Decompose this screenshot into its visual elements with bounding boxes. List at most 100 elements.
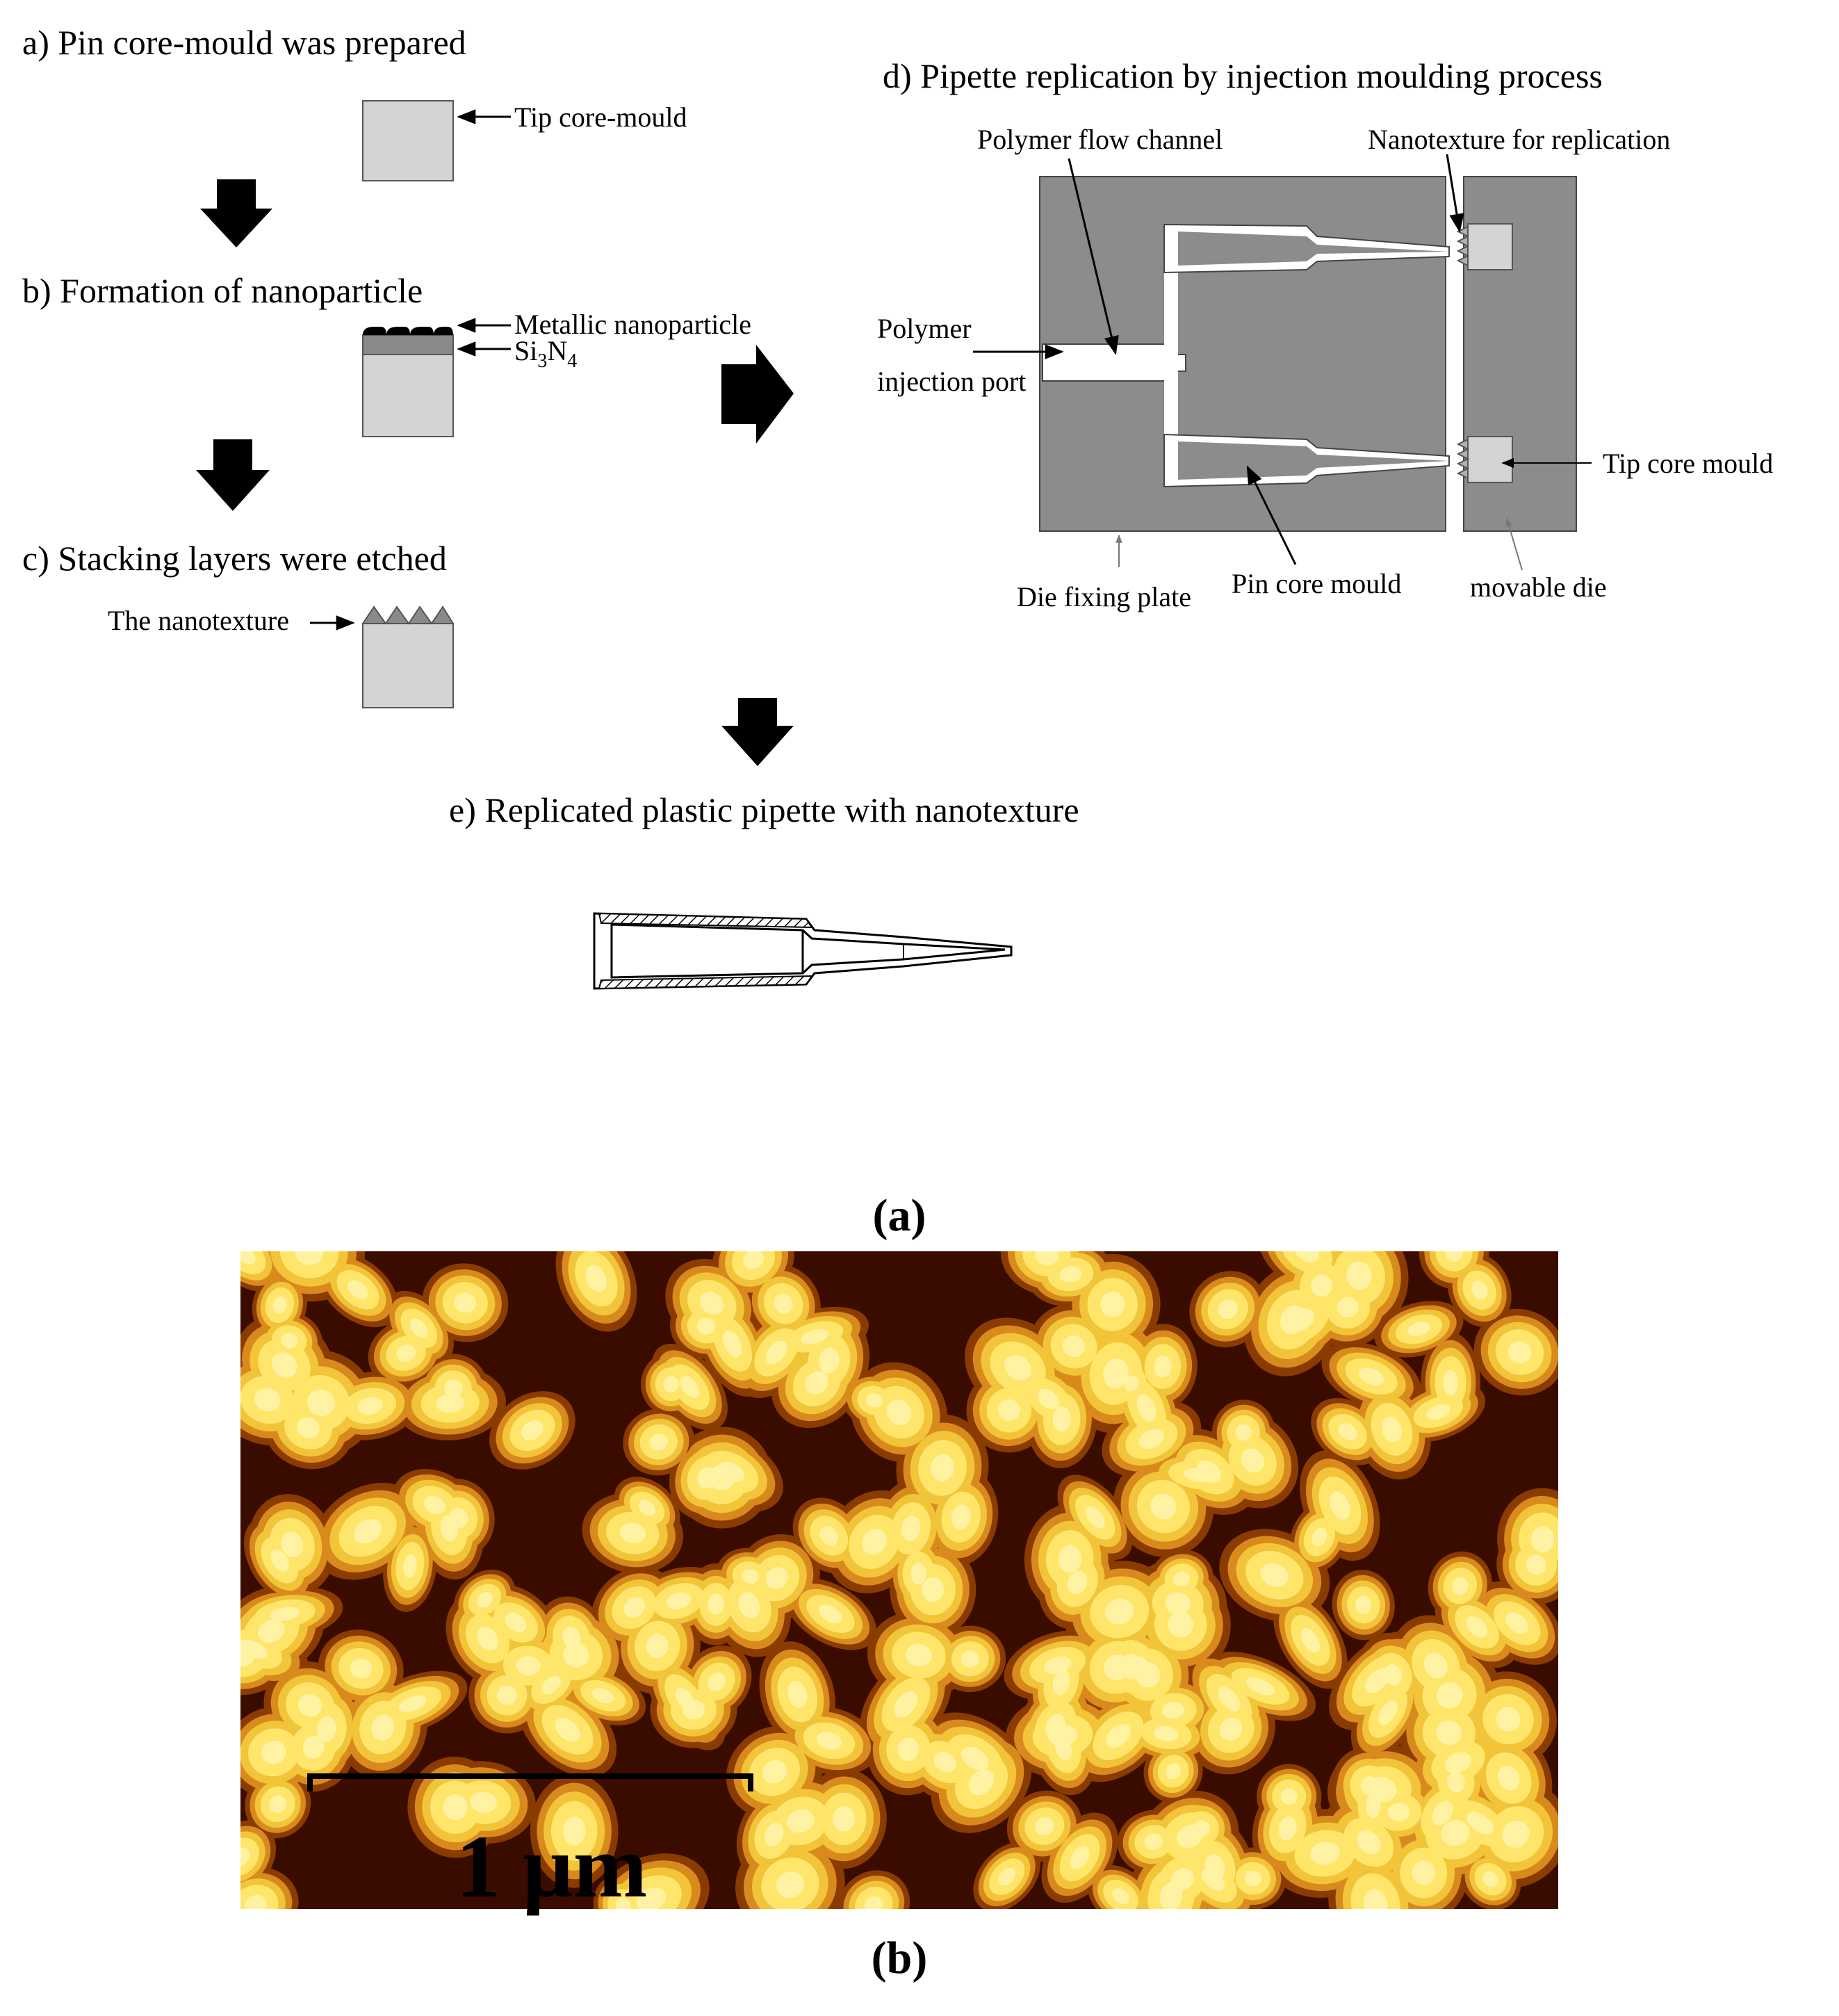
afm-particle — [1280, 1788, 1298, 1805]
afm-particle — [910, 1563, 926, 1585]
upper-pin-core — [1178, 231, 1449, 266]
afm-particle — [245, 1894, 267, 1909]
afm-particle — [1138, 1429, 1164, 1449]
afm-particle — [886, 1399, 912, 1425]
afm-particle — [931, 1454, 954, 1481]
afm-particle — [742, 1569, 760, 1584]
afm-particle — [1035, 1817, 1054, 1835]
afm-particle — [1100, 1291, 1125, 1317]
afm-particle — [636, 1887, 667, 1909]
afm-particle — [667, 1592, 692, 1610]
afm-particle — [1004, 1355, 1032, 1381]
afm-particle — [1054, 1736, 1072, 1761]
afm-particle — [1424, 1652, 1448, 1679]
step-a-heading: a) Pin core-mould was prepared — [22, 23, 466, 62]
afm-particle — [307, 1389, 335, 1416]
nanotexture-replication-arrow — [1446, 154, 1464, 233]
nanotexture-label: The nanotexture — [108, 605, 289, 636]
afm-particle — [1357, 1830, 1381, 1854]
afm-particle — [1330, 1491, 1350, 1520]
afm-particle — [865, 1896, 883, 1909]
afm-particle — [1384, 1664, 1403, 1686]
afm-particle — [440, 1515, 458, 1542]
afm-particle — [1346, 1261, 1372, 1290]
afm-particle — [683, 1700, 705, 1720]
afm-particle — [371, 1714, 395, 1741]
afm-particle — [1365, 1668, 1390, 1693]
afm-particle — [1443, 1369, 1459, 1396]
afm-particle — [1358, 1367, 1384, 1385]
si-subscript-3: 3 — [537, 350, 547, 372]
afm-particle — [1218, 1299, 1238, 1319]
tip-core-mould-d-label: Tip core mould — [1603, 448, 1773, 479]
step-c-heading: c) Stacking layers were etched — [22, 539, 447, 578]
afm-particle — [906, 1643, 932, 1667]
afm-particle — [1407, 1322, 1430, 1337]
afm-particle — [1085, 1506, 1105, 1529]
afm-particle — [1136, 1394, 1156, 1422]
afm-particle — [933, 1751, 956, 1773]
afm-particle — [317, 1716, 336, 1742]
afm-particle — [787, 1809, 815, 1833]
afm-particle — [1355, 1595, 1372, 1614]
step-d: d) Pipette replication by injection moul… — [877, 56, 1773, 612]
afm-particle — [765, 1823, 784, 1846]
afm-particle — [477, 1592, 493, 1608]
afm-image: 1 μm — [240, 1251, 1558, 1916]
flow-channel-arrow — [1068, 158, 1119, 355]
nanotexture-teeth — [361, 605, 455, 625]
afm-particle — [1241, 1448, 1265, 1473]
afm-particle — [623, 1597, 646, 1618]
afm-particle — [1165, 1592, 1191, 1616]
afm-particle — [436, 1393, 465, 1413]
afm-particle — [281, 1531, 303, 1558]
afm-particle — [709, 1464, 735, 1491]
afm-particle — [296, 1417, 320, 1439]
afm-particle — [1526, 1554, 1546, 1575]
afm-particle — [1496, 1707, 1521, 1732]
afm-particle — [819, 1604, 842, 1623]
movable-die-label: movable die — [1470, 571, 1607, 603]
afm-particle — [1244, 1870, 1261, 1887]
step-b: b) Formation of nanoparticle Metallic na… — [22, 271, 751, 511]
afm-particle — [1220, 1718, 1243, 1741]
vertical-flow-channel — [1164, 231, 1178, 455]
afm-particle — [1166, 1763, 1181, 1780]
step-c: c) Stacking layers were etched The nanot… — [22, 539, 455, 708]
afm-particle — [765, 1567, 788, 1590]
afm-particle — [240, 1847, 250, 1867]
afm-particle — [302, 1736, 325, 1759]
afm-particle — [1287, 1308, 1315, 1332]
step-d-heading: d) Pipette replication by injection moul… — [883, 56, 1603, 95]
afm-particle — [1387, 1803, 1410, 1821]
afm-particle — [1052, 1406, 1071, 1432]
afm-particle — [295, 1251, 324, 1265]
afm-particle — [516, 1656, 541, 1675]
afm-particle — [1530, 1526, 1555, 1553]
afm-particle — [1070, 1846, 1090, 1869]
afm-particle — [696, 1317, 716, 1335]
afm-particle — [454, 1292, 477, 1313]
caption-a: (a) — [873, 1190, 926, 1241]
n-text: N — [547, 335, 567, 366]
afm-particle — [1218, 1686, 1241, 1712]
afm-particle — [1162, 1702, 1185, 1719]
afm-particle — [1035, 1251, 1059, 1266]
afm-particle — [1058, 1545, 1081, 1573]
afm-particle — [1159, 1882, 1183, 1909]
afm-particle — [1105, 1598, 1134, 1625]
afm-particle — [1466, 1616, 1488, 1638]
afm-particle — [894, 1691, 918, 1718]
afm-particle — [1426, 1404, 1450, 1420]
afm-particle — [1447, 1772, 1465, 1793]
afm-particle — [357, 1397, 383, 1415]
tip-core-mould-block — [362, 100, 454, 181]
lower-nanotexture — [1456, 438, 1470, 480]
afm-particle — [270, 1607, 300, 1621]
afm-particle — [555, 1718, 580, 1742]
afm-particle — [1177, 1825, 1202, 1848]
afm-particle — [619, 1522, 646, 1544]
afm-particle — [816, 1732, 842, 1750]
afm-nanoparticles — [240, 1251, 1558, 1909]
afm-particle — [261, 1741, 286, 1764]
